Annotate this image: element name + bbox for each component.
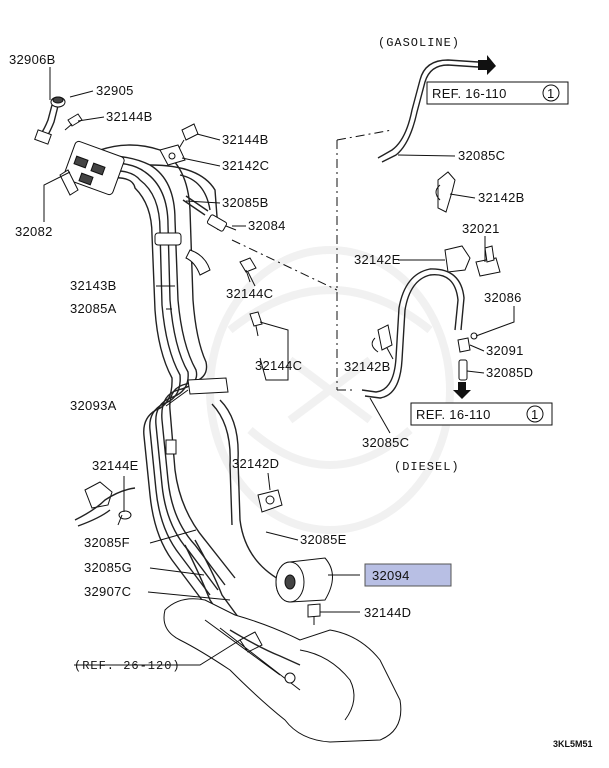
label-32084: 32084 <box>248 218 286 233</box>
label-32144b-b: 32144B <box>222 132 269 147</box>
center-line-diagonal <box>231 239 338 291</box>
bolt-32144b-b <box>177 123 199 151</box>
bracket-32144e <box>74 481 136 527</box>
ref-box-bottom-num: 1 <box>531 407 539 422</box>
engine-housing <box>163 598 402 743</box>
clamp-32142e <box>444 245 471 273</box>
clip-midpipe <box>165 439 177 455</box>
leader-lines <box>43 67 515 666</box>
label-32142d: 32142D <box>232 456 279 471</box>
diagram-code: 3KL5M51 <box>553 739 593 749</box>
label-32144d: 32144D <box>364 605 411 620</box>
label-32085f: 32085F <box>84 535 130 550</box>
ref-box-bottom-text: REF. 16-110 <box>416 407 491 422</box>
cap-32905 <box>50 96 66 108</box>
label-32085e: 32085E <box>300 532 347 547</box>
label-32907c: 32907C <box>84 584 131 599</box>
label-32142c: 32142C <box>222 158 269 173</box>
label-32144b-a: 32144B <box>106 109 153 124</box>
caption-diesel: (DIESEL) <box>394 460 460 474</box>
label-32093a: 32093A <box>70 398 117 413</box>
label-32021: 32021 <box>462 221 500 236</box>
ref-box-top: REF. 16-110 1 <box>426 81 569 105</box>
ref-box-bottom: REF. 16-110 1 <box>410 402 553 426</box>
label-32905: 32905 <box>96 83 134 98</box>
bolt-32144c-b <box>249 311 263 337</box>
label-32086: 32086 <box>484 290 522 305</box>
clamp-32143b <box>154 232 211 276</box>
label-32142e: 32142E <box>354 252 401 267</box>
fuel-filter-32094 <box>275 557 333 603</box>
pipe-32085c-diesel <box>361 268 465 399</box>
ref-box-top-text: REF. 16-110 <box>432 86 507 101</box>
label-32091: 32091 <box>486 343 524 358</box>
label-32144c-a: 32144C <box>226 286 273 301</box>
bracket-32093a <box>187 377 229 395</box>
label-32082: 32082 <box>15 224 53 239</box>
valve-32084 <box>206 214 237 232</box>
center-line-diagonal-top <box>336 129 393 141</box>
label-32094: 32094 <box>372 568 410 583</box>
clamp-32142d <box>257 489 283 513</box>
highlight-32094 <box>364 563 452 587</box>
clip-32142b-top <box>435 171 456 213</box>
label-32906b: 32906B <box>9 52 56 67</box>
caption-gasoline: (GASOLINE) <box>378 36 460 50</box>
clip-32142b-bottom <box>371 324 393 353</box>
pipe-32085c-gasoline <box>377 59 479 163</box>
caption-ref-26-120: (REF. 26-120) <box>74 659 181 673</box>
label-32142b-top: 32142B <box>478 190 525 205</box>
label-32085a: 32085A <box>70 301 117 316</box>
bolt-32144b-a <box>64 113 83 131</box>
pipe-connector-block <box>59 140 125 196</box>
label-32085c-top: 32085C <box>458 148 505 163</box>
label-32085d: 32085D <box>486 365 533 380</box>
bracket-32021 <box>475 245 501 277</box>
hose-32085d <box>458 359 468 381</box>
ref-box-top-num: 1 <box>547 86 555 101</box>
label-32144c-b: 32144C <box>255 358 302 373</box>
label-32085b: 32085B <box>222 195 269 210</box>
hose-32906b <box>34 104 59 145</box>
bolt-32144c-a <box>239 257 257 283</box>
fitting-32091 <box>457 337 471 353</box>
arrow-down-icon <box>453 382 471 399</box>
clamp-32142c <box>159 144 186 166</box>
label-32142b-bottom: 32142B <box>344 359 391 374</box>
arrow-right-icon <box>478 55 496 75</box>
label-32143b: 32143B <box>70 278 117 293</box>
label-32085g: 32085G <box>84 560 132 575</box>
label-32085c-bottom: 32085C <box>362 435 409 450</box>
hose-32085b <box>182 195 209 216</box>
label-32144e: 32144E <box>92 458 139 473</box>
bolt-32144d <box>307 603 321 625</box>
